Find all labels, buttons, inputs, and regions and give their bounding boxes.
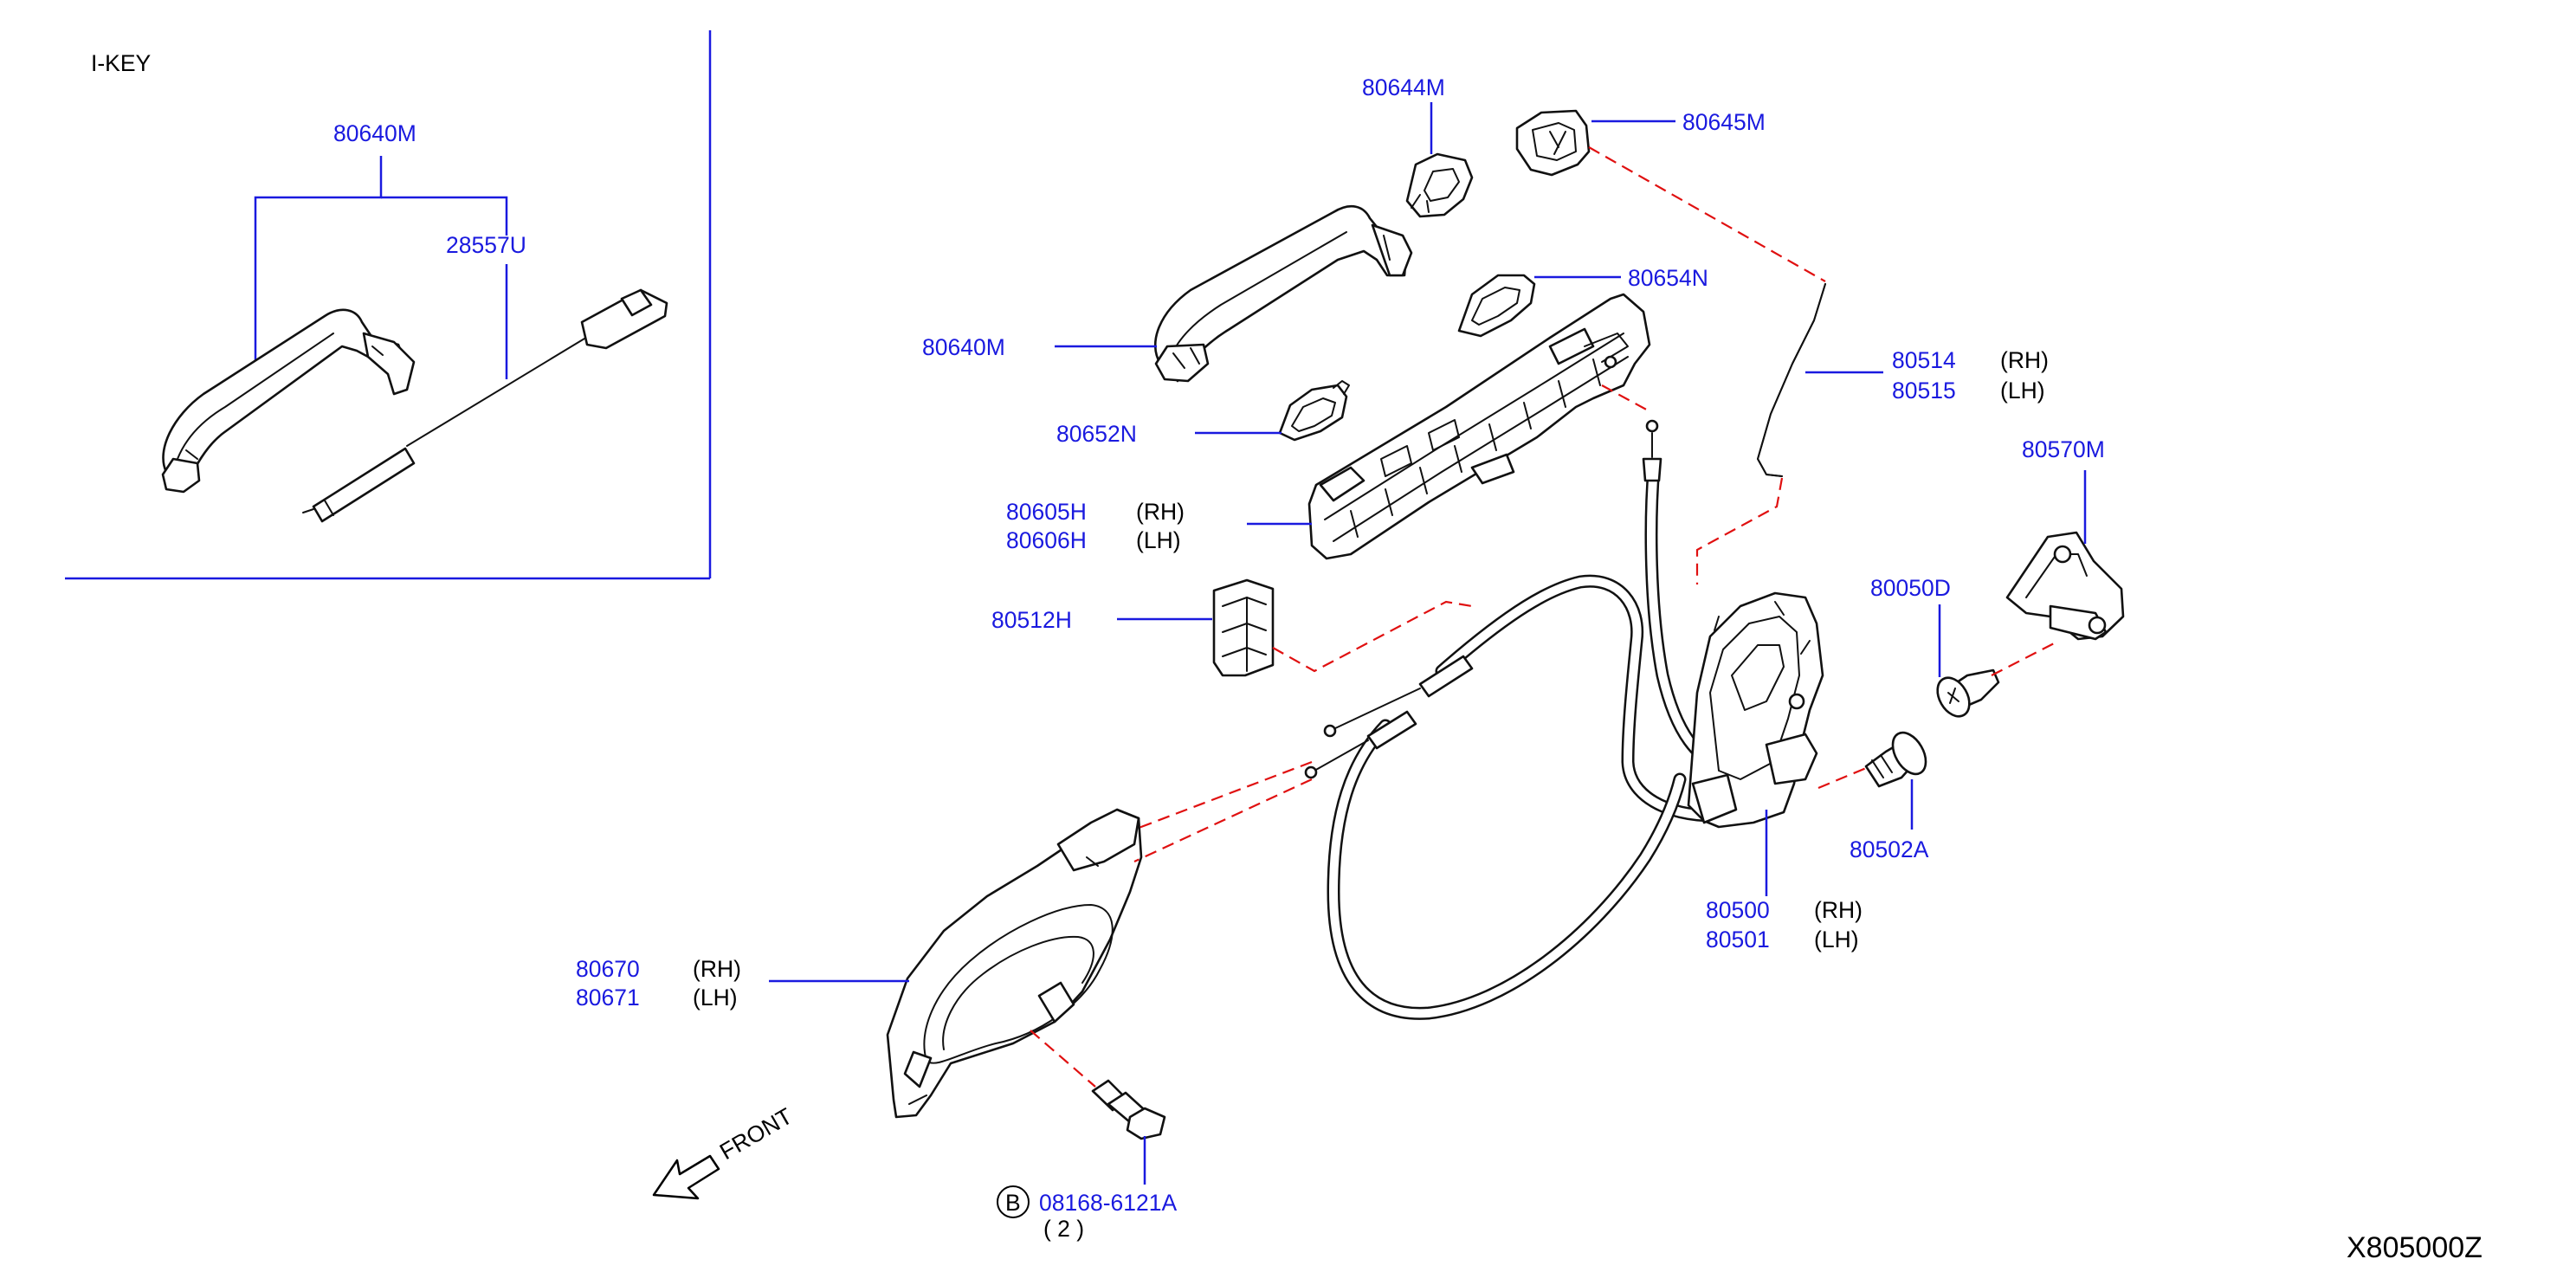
- lock-rh-label: (RH): [1814, 897, 1863, 923]
- front-gasket: [1278, 380, 1350, 442]
- rod-rh-label: (RH): [2000, 347, 2049, 373]
- front-escutcheon: [1405, 152, 1474, 218]
- frame-lh-part-number[interactable]: 80606H: [1006, 527, 1087, 553]
- frame-rh-part-number[interactable]: 80605H: [1006, 499, 1087, 525]
- lock-rh-part-number[interactable]: 80500: [1706, 897, 1770, 923]
- front-arrow: FRONT: [652, 1103, 797, 1200]
- lock-cables: [1304, 419, 1739, 1020]
- ikey-sensor-cable: [302, 288, 668, 523]
- striker-screw: [1936, 668, 2000, 718]
- lock-screw-part-number[interactable]: 80502A: [1850, 836, 1929, 862]
- handle-frame: [1307, 293, 1651, 560]
- rear-escutcheon-part-number[interactable]: 80645M: [1682, 109, 1766, 135]
- clip-part-number[interactable]: 80512H: [991, 607, 1072, 633]
- front-label: FRONT: [715, 1103, 797, 1166]
- inside-handle: [886, 808, 1143, 1119]
- bolt-badge: B: [1005, 1190, 1021, 1216]
- front-escutcheon-part-number[interactable]: 80644M: [1362, 74, 1445, 100]
- ikey-sensor-part-number[interactable]: 28557U: [446, 232, 526, 258]
- lock-lh-part-number[interactable]: 80501: [1706, 927, 1770, 952]
- door-lock: [1687, 591, 1824, 829]
- frame-lh-label: (LH): [1136, 527, 1181, 553]
- rear-gasket-part-number[interactable]: 80654N: [1628, 265, 1708, 291]
- striker: [2005, 531, 2125, 641]
- outside-handle-part-number[interactable]: 80640M: [922, 334, 1005, 360]
- inside-handle-lh-label: (LH): [693, 985, 738, 1011]
- connecting-rod: [1757, 283, 1826, 477]
- clip: [1212, 578, 1275, 677]
- bolt: [1091, 1079, 1166, 1140]
- inside-handle-rh-part-number[interactable]: 80670: [576, 956, 640, 982]
- ikey-inset: I-KEY 80640M 28557U: [65, 30, 712, 580]
- diagram-code: X805000Z: [2347, 1231, 2482, 1264]
- outside-handle: [1153, 204, 1413, 383]
- front-gasket-part-number[interactable]: 80652N: [1056, 421, 1137, 447]
- bolt-quantity: ( 2 ): [1043, 1216, 1084, 1242]
- assembly-lines: [1030, 146, 2060, 1088]
- inside-handle-rh-label: (RH): [693, 956, 741, 982]
- striker-screw-part-number[interactable]: 80050D: [1870, 575, 1951, 601]
- striker-part-number[interactable]: 80570M: [2022, 436, 2105, 462]
- rod-lh-part-number[interactable]: 80515: [1892, 378, 1956, 404]
- rear-gasket: [1457, 274, 1536, 338]
- bolt-badge-circle: [997, 1185, 1030, 1218]
- ikey-title: I-KEY: [91, 50, 152, 76]
- rear-escutcheon: [1515, 109, 1591, 177]
- lock-lh-label: (LH): [1814, 927, 1859, 952]
- ikey-outside-handle: [161, 308, 416, 494]
- frame-rh-label: (RH): [1136, 499, 1185, 525]
- rod-lh-label: (LH): [2000, 378, 2045, 404]
- inside-handle-lh-part-number[interactable]: 80671: [576, 985, 640, 1011]
- bolt-part-number[interactable]: 08168-6121A: [1039, 1190, 1177, 1216]
- lock-screw: [1864, 731, 1927, 788]
- ikey-handle-part-number[interactable]: 80640M: [333, 120, 416, 146]
- rod-rh-part-number[interactable]: 80514: [1892, 347, 1956, 373]
